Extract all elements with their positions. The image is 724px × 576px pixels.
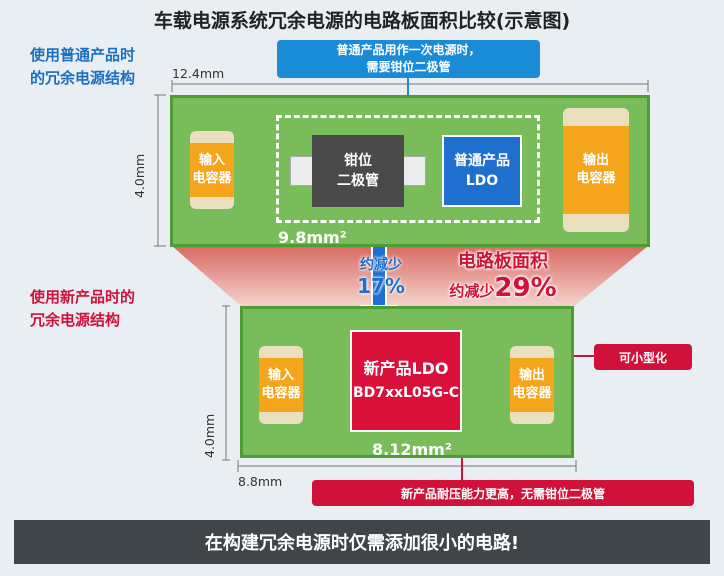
new-ldo-name: 新产品LDO [363, 359, 449, 378]
bottom-section-label: 使用新产品时的 冗余电源结构 [30, 286, 135, 332]
board-area-value: 29% [494, 273, 557, 303]
no-diode-callout: 新产品耐压能力更高，无需钳位二极管 [312, 480, 694, 506]
bottom-input-capacitor: 输入 电容器 [259, 346, 303, 424]
standard-ldo-line1: 普通产品 [454, 153, 510, 169]
clamp-diode-chip: 钳位 二极管 [312, 135, 404, 207]
board-area-prefix: 约减少 [449, 282, 495, 300]
bottom-width-label: 8.8mm [238, 474, 283, 489]
top-height-label: 4.0mm [132, 153, 147, 198]
bottom-output-cap-line1: 输出 [518, 368, 545, 383]
top-label-line2: 的冗余电源结构 [30, 69, 136, 87]
top-width-label: 12.4mm [172, 66, 225, 81]
clamp-diode-callout: 普通产品用作一次电源时， 需要钳位二极管 [277, 40, 540, 78]
new-ldo-part: BD7xxL05G-C [352, 385, 460, 401]
arrow-reduction-value: 17% [357, 274, 405, 298]
top-input-cap-line1: 输入 [198, 153, 225, 168]
top-input-cap-line2: 电容器 [192, 171, 232, 186]
board-area-reduction: 电路板面积 约减少29% [428, 247, 578, 303]
callout-line1: 普通产品用作一次电源时， [336, 43, 481, 57]
top-output-cap-line2: 电容器 [576, 171, 616, 186]
board-area-label: 电路板面积 [458, 251, 548, 272]
diode-line1: 钳位 [344, 153, 372, 169]
area-reduction-funnel [172, 246, 648, 308]
standard-ldo-line2: LDO [465, 173, 499, 189]
bottom-area-label: 8.12mm² [372, 440, 452, 459]
arrow-reduction-prefix: 约减少 [360, 257, 402, 273]
page-title: 车载电源系统冗余电源的电路板面积比较(示意图) [153, 10, 571, 32]
bottom-label-line2: 冗余电源结构 [30, 311, 121, 329]
top-area-label: 9.8mm² [278, 228, 347, 247]
arrow-reduction-label: 约减少 17% [346, 254, 416, 298]
callout-line2: 需要钳位二极管 [366, 60, 451, 74]
board-area-reduction-line: 约减少29% [428, 273, 578, 303]
bottom-output-cap-line2: 电容器 [512, 386, 552, 401]
clamp-diode-ldo-group [276, 115, 540, 223]
diode-line2: 二极管 [337, 173, 379, 189]
new-ldo-chip: 新产品LDO BD7xxL05G-C [350, 330, 462, 432]
top-output-cap-line1: 输出 [582, 153, 609, 168]
bottom-input-cap-line1: 输入 [267, 368, 294, 383]
bottom-label-line1: 使用新产品时的 [30, 288, 136, 306]
top-output-capacitor: 输出 电容器 [563, 108, 629, 232]
standard-ldo-chip: 普通产品 LDO [442, 135, 522, 207]
bottom-output-capacitor: 输出 电容器 [510, 346, 554, 424]
bottom-height-label: 4.0mm [202, 413, 217, 458]
top-label-line1: 使用普通产品时 [30, 46, 136, 64]
bottom-input-cap-line2: 电容器 [261, 386, 301, 401]
top-input-capacitor: 输入 电容器 [190, 131, 234, 209]
top-section-label: 使用普通产品时 的冗余电源结构 [30, 44, 135, 90]
miniaturization-callout: 可小型化 [594, 344, 692, 370]
footer-banner: 在构建冗余电源时仅需添加很小的电路! [14, 520, 710, 564]
